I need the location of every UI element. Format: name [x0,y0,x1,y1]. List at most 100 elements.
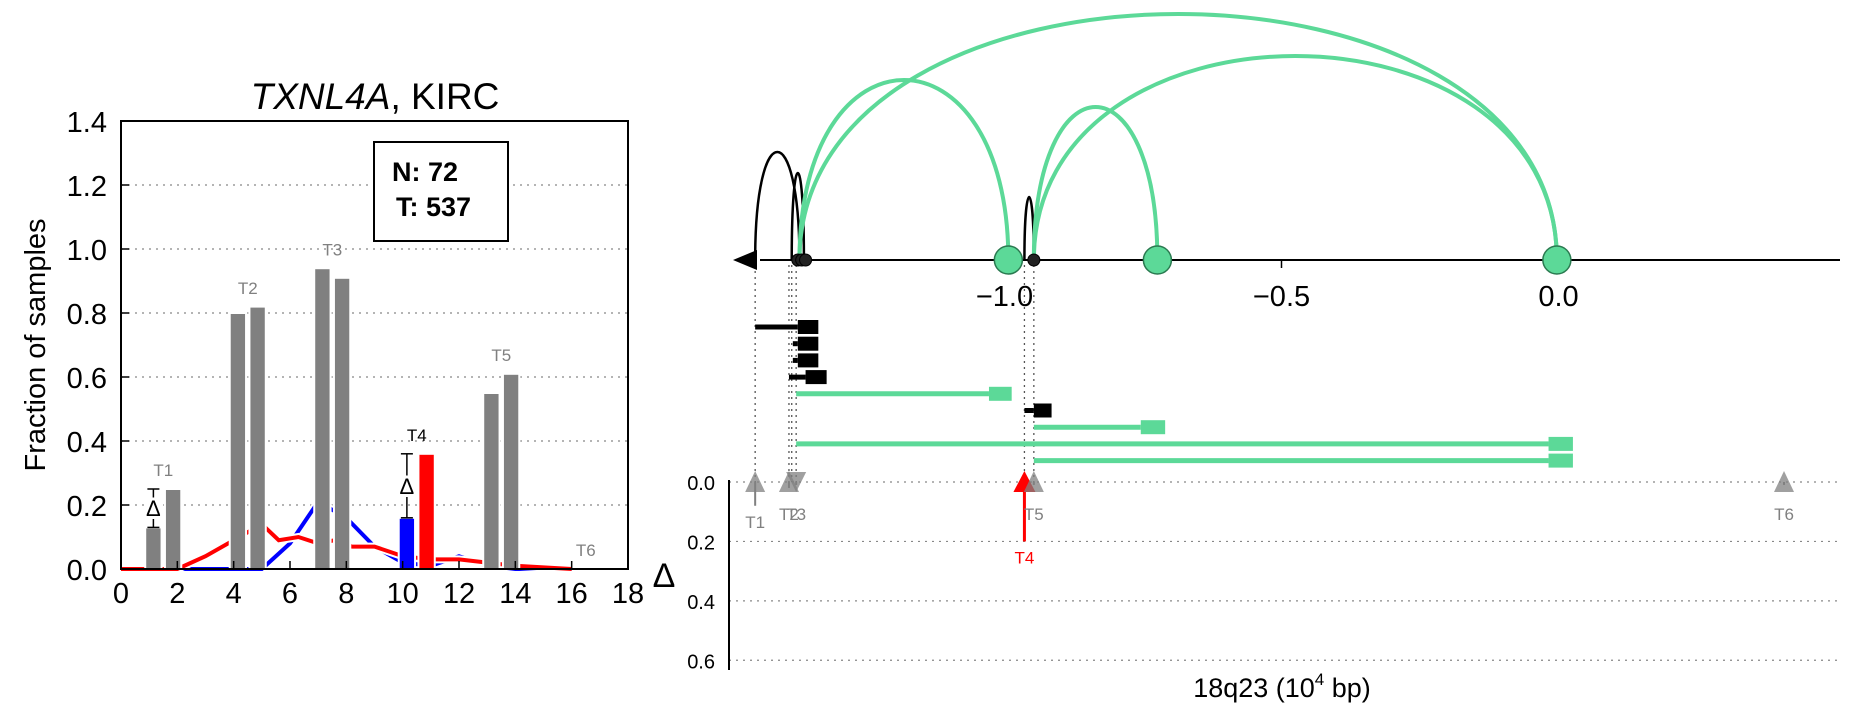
x-axis-label: 18q23 (104 bp) [1193,670,1371,703]
bar [417,452,436,570]
delta-tick-label: 0.2 [687,532,715,554]
bar [228,312,248,570]
chart-title-rest: , KIRC [390,76,499,117]
x-tick-label: 2 [169,578,185,610]
y-tick-label: 1.4 [67,107,107,139]
delta-marker-label: T1 [745,513,765,532]
green-arc [1031,105,1160,261]
delta-marker-label: T6 [1774,505,1794,524]
x-axis-label-exp: 4 [1315,670,1324,689]
y-axis-label: Fraction of samples [20,218,52,471]
delta-marker-label: T4 [1015,548,1035,567]
black-arc [753,151,801,261]
delta-symbol: Δ [400,474,415,499]
axis-arrow-icon [733,250,757,270]
bar [248,305,267,570]
black-transcript-exon [797,353,819,368]
delta-triangle-icon [786,472,807,492]
y-tick-label: 1.0 [67,235,107,267]
delta-symbol: Δ [146,496,161,521]
black-transcript-exon [1033,403,1052,418]
x-axis-label-prefix: 18q23 (10 [1193,673,1315,703]
delta-axis-label: Δ [653,557,676,595]
delta-markers: ΔΔ [143,453,418,529]
stats-t: T: 537 [396,192,471,222]
x-tick-label: 4 [226,578,242,610]
y-tick-label: 0.6 [67,363,107,395]
y-tick-label: 1.2 [67,171,107,203]
black-junction-point [799,253,813,267]
bar [144,526,163,571]
x-tick-label: 6 [282,578,298,610]
bar [397,516,417,570]
transcript-label: T4 [407,426,427,445]
x-tick-label: 16 [556,578,588,610]
x-axis-label-suffix: bp) [1324,673,1371,703]
x-tick-label: 8 [338,578,354,610]
green-transcript-exon [988,386,1012,401]
delta-axis-ticks: 0.0 0.2 0.4 0.6 [687,473,715,673]
x-tick-label: 0.0 [1538,281,1578,313]
stats-n: N: 72 [392,157,458,187]
bar [163,488,183,570]
transcript-label: T1 [153,461,173,480]
transcript-label: T5 [491,346,511,365]
y-tick-label: 0.8 [67,299,107,331]
x-tick-label: −0.5 [1253,281,1310,313]
delta-tick-label: 0.6 [687,651,715,673]
chart-title: TXNL4A, KIRC [251,76,500,117]
bar [482,392,501,570]
bar [332,276,352,570]
green-transcript-exon [1140,420,1166,435]
delta-marker-label: T2 [779,505,799,524]
stats-box: N: 72 T: 537 [373,141,509,242]
transcript-label: T3 [322,240,342,259]
y-tick-label: 0.0 [67,555,107,587]
green-arc [797,12,1559,261]
junction-points [791,245,1572,275]
delta-triangle-icon [1774,471,1795,492]
green-transcript-exon [1548,436,1573,451]
genome-axis-ticks: −1.0 −0.5 0.0 [976,260,1579,313]
x-tick-label: 14 [499,578,531,610]
bar [501,372,521,570]
axis-ticks: 0.0 0.2 0.4 0.6 0.8 1.0 1.2 1.4 0 2 4 6 8 10 12 14 16 18 [67,107,644,610]
y-tick-label: 0.4 [67,427,107,459]
x-tick-label: −1.0 [976,281,1033,313]
delta-triangle-icon [1023,471,1044,492]
plot-frame [120,120,629,570]
delta-marker-label: T3 [786,505,806,524]
transcript-models [755,320,1573,468]
bar [313,267,332,570]
black-transcript-exon [797,336,819,351]
stats-box-frame [373,141,509,242]
chart-title-gene: TXNL4A [251,76,391,117]
green-junction-point [993,245,1024,275]
x-tick-label: 18 [612,578,644,610]
x-tick-label: 10 [387,578,419,610]
x-tick-label: 12 [443,578,475,610]
delta-tick-label: 0.0 [687,473,715,495]
green-transcript-exon [1548,453,1573,468]
black-transcript-exon [797,320,819,334]
transcript-label: T2 [238,279,258,298]
black-junction-point [1027,253,1041,267]
delta-triangle-icon [745,471,766,492]
delta-tick-label: 0.4 [687,592,715,614]
x-tick-label: 0 [113,578,129,610]
transcript-label: T6 [576,541,596,560]
black-transcript-exon [805,370,827,385]
green-arc [797,78,1011,261]
delta-marker-label: T5 [1024,505,1044,524]
arcs [753,12,1559,261]
green-arc [1031,54,1559,261]
green-junction-point [1542,245,1572,275]
y-tick-label: 0.2 [67,491,107,523]
delta-grid-lines [729,481,1840,661]
green-junction-point [1142,245,1173,275]
